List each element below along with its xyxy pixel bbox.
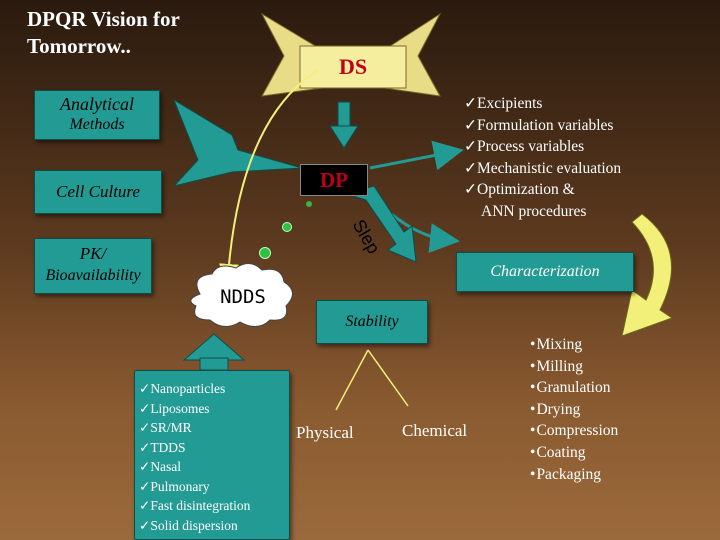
ndds-type-item: Fast disintegration: [139, 496, 289, 516]
process-item: Granulation: [530, 377, 618, 399]
dp-checklist-item: Excipients: [464, 93, 621, 115]
ndds-type-item: Nanoparticles: [139, 379, 289, 399]
dp-to-excipients-arrow: [369, 140, 464, 171]
ds-label: DS: [338, 54, 368, 79]
title-line-2: Tomorrow..: [27, 34, 131, 58]
ds-to-ndds-curve: [218, 69, 319, 284]
pk-label: PK/: [79, 244, 107, 263]
up-arrow-to-ndds: [182, 333, 246, 371]
pk-bioavailability-box: PK/ Bioavailability: [34, 238, 152, 294]
title-line-1: DPQR Vision for: [27, 7, 180, 31]
ndds-type-item: Pulmonary: [139, 477, 289, 497]
dp-checklist-item: Formulation variables: [464, 115, 621, 137]
ndds-type-item: SR/MR: [139, 418, 289, 438]
ndds-types-box: NanoparticlesLiposomesSR/MRTDDSNasalPulm…: [134, 370, 290, 540]
dp-label: DP: [320, 168, 348, 192]
stability-label: Stability: [345, 313, 399, 330]
chevron-arrow: [172, 98, 303, 187]
stability-branch-left: [335, 349, 369, 411]
cell-culture-box: Cell Culture: [34, 170, 162, 214]
characterization-box: Characterization: [456, 252, 634, 292]
process-item: Drying: [530, 399, 618, 421]
dot-large: [259, 247, 271, 259]
dot-small: [306, 201, 312, 207]
chemical-label: Chemical: [402, 421, 468, 440]
slep-arrow: [345, 185, 417, 263]
dot-medium: [282, 222, 292, 232]
process-item: Coating: [530, 442, 618, 464]
dp-checklist: ExcipientsFormulation variablesProcess v…: [464, 93, 621, 222]
page-title: DPQR Vision for Tomorrow..: [27, 6, 180, 60]
process-item: Packaging: [530, 464, 618, 486]
dp-checklist-continuation: ANN procedures: [481, 202, 587, 220]
ds-to-dp-arrow: [329, 101, 359, 149]
process-item: Milling: [530, 356, 618, 378]
process-list: MixingMillingGranulationDryingCompressio…: [530, 334, 618, 485]
ndds-type-item: Nasal: [139, 457, 289, 477]
dp-checklist-items: ExcipientsFormulation variablesProcess v…: [464, 93, 621, 201]
ndds-label: NDDS: [220, 286, 266, 308]
ndds-cloud: [190, 263, 293, 327]
ds-banner: [260, 12, 442, 97]
process-item: Mixing: [530, 334, 618, 356]
methods-label: Methods: [69, 116, 125, 133]
cell-culture-label: Cell Culture: [56, 182, 140, 201]
dp-checklist-item: Optimization &: [464, 179, 621, 201]
physical-label: Physical: [296, 423, 354, 442]
process-item: Compression: [530, 420, 618, 442]
ndds-types-list: NanoparticlesLiposomesSR/MRTDDSNasalPulm…: [139, 379, 289, 535]
dp-box: DP: [300, 164, 368, 196]
curved-arrow-to-process: [621, 213, 674, 337]
characterization-label: Characterization: [490, 263, 600, 280]
ndds-type-item: Liposomes: [139, 399, 289, 419]
analytical-methods-box: Analytical Methods: [34, 90, 160, 140]
bioavailability-label: Bioavailability: [45, 267, 141, 284]
dp-checklist-item: Mechanistic evaluation: [464, 158, 621, 180]
ndds-type-item: TDDS: [139, 438, 289, 458]
dp-checklist-item: Process variables: [464, 136, 621, 158]
analytical-label: Analytical: [60, 94, 134, 114]
stability-branch-right: [367, 349, 409, 407]
ndds-type-item: Solid dispersion: [139, 516, 289, 536]
stability-box: Stability: [316, 300, 428, 344]
